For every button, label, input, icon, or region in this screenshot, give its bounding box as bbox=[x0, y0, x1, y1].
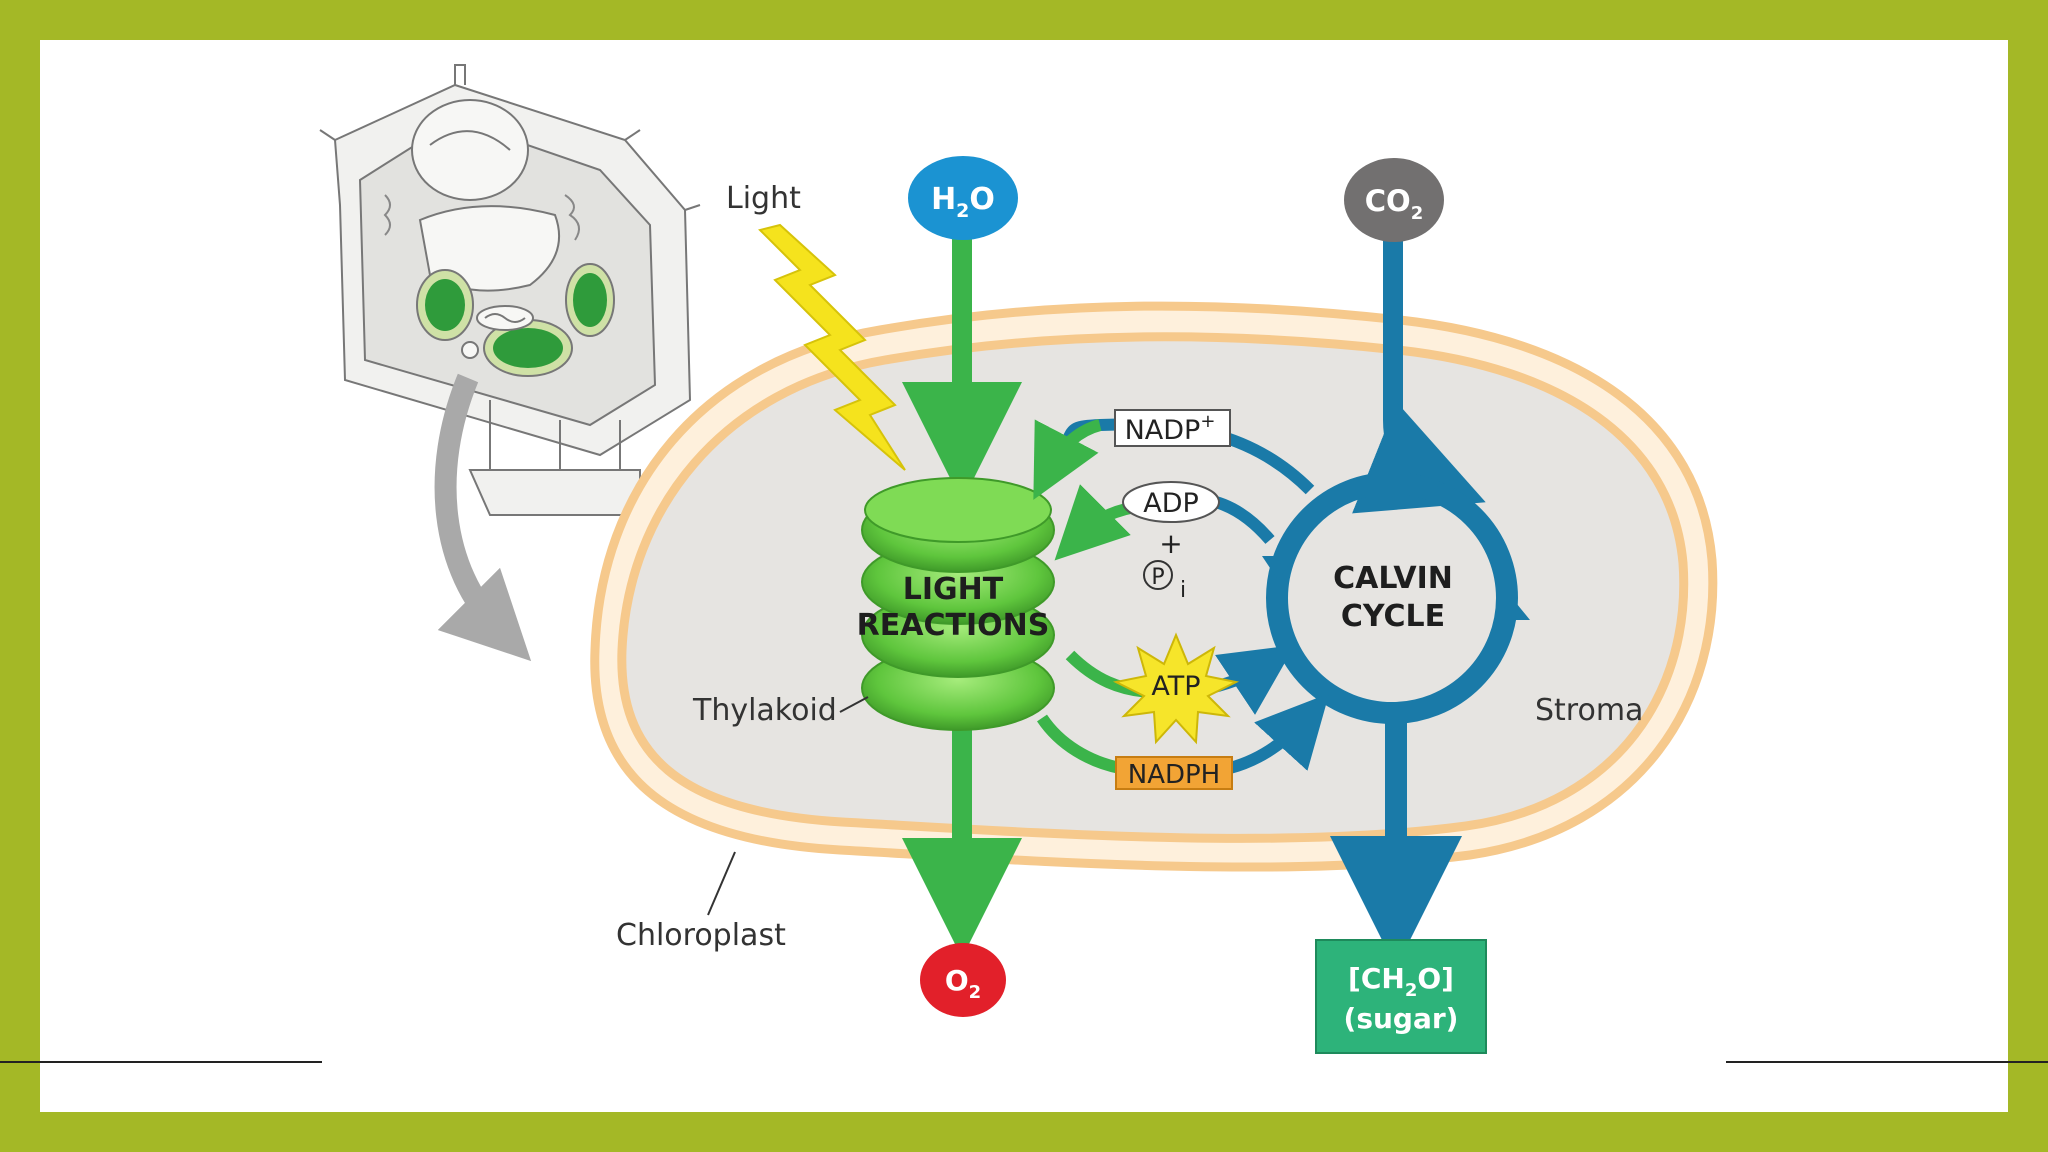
label-light: Light bbox=[726, 181, 801, 216]
svg-text:REACTIONS: REACTIONS bbox=[857, 608, 1050, 643]
label-stroma: Stroma bbox=[1535, 693, 1643, 728]
svg-text:O2: O2 bbox=[945, 964, 981, 1003]
nadp-plus-label: NADP+ bbox=[1114, 409, 1231, 447]
sugar-box: [CH2O] (sugar) bbox=[1315, 939, 1487, 1054]
nadph-label: NADPH bbox=[1115, 756, 1233, 790]
co2-node: CO2 bbox=[1344, 158, 1444, 242]
svg-text:H2O: H2O bbox=[931, 182, 995, 222]
zoom-arrow bbox=[434, 373, 532, 662]
svg-text:CO2: CO2 bbox=[1365, 184, 1423, 224]
svg-text:(sugar): (sugar) bbox=[1344, 1002, 1459, 1035]
svg-text:[CH2O]: [CH2O] bbox=[1348, 962, 1454, 1001]
nadph-flow-arrow bbox=[1037, 714, 1122, 774]
atp-burst: ATP bbox=[1112, 632, 1240, 745]
svg-text:LIGHT: LIGHT bbox=[903, 572, 1004, 607]
adp-label: ADP bbox=[1122, 481, 1220, 523]
svg-text:NADP+: NADP+ bbox=[1125, 411, 1216, 446]
light-reactions-thylakoid: LIGHT REACTIONS bbox=[857, 477, 1055, 731]
light-bolt-icon bbox=[758, 223, 906, 471]
chloroplast-leader-line bbox=[707, 851, 736, 916]
calvin-cycle: CALVIN CYCLE bbox=[1262, 472, 1530, 724]
plant-cell-illustration bbox=[319, 64, 701, 516]
svg-text:NADPH: NADPH bbox=[1128, 760, 1221, 790]
thylakoid-leader-line bbox=[839, 696, 869, 713]
label-chloroplast: Chloroplast bbox=[616, 918, 786, 953]
svg-text:CALVIN: CALVIN bbox=[1333, 561, 1453, 596]
svg-text:i: i bbox=[1180, 578, 1186, 603]
svg-text:ADP: ADP bbox=[1143, 488, 1199, 519]
svg-text:CYCLE: CYCLE bbox=[1341, 599, 1445, 634]
phosphate-label: P i bbox=[1143, 560, 1186, 603]
plus-sign: + bbox=[1159, 527, 1182, 560]
label-thylakoid: Thylakoid bbox=[692, 693, 837, 728]
oxygen-node: O2 bbox=[920, 943, 1006, 1017]
svg-text:ATP: ATP bbox=[1151, 671, 1200, 702]
water-node: H2O bbox=[908, 156, 1018, 240]
svg-text:P: P bbox=[1151, 565, 1164, 590]
